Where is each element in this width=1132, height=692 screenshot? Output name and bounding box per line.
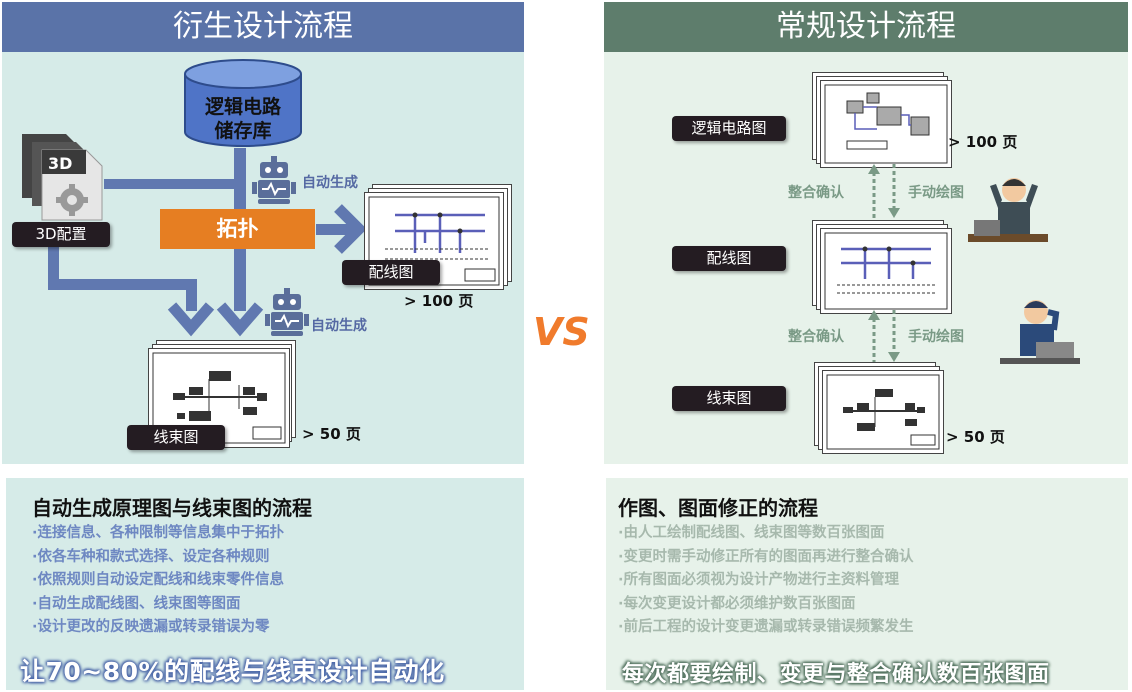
right-summary-item: ·前后工程的设计变更遗漏或转录错误频繁发生 bbox=[618, 619, 914, 636]
wiring-tag-right: 配线图 bbox=[672, 246, 786, 271]
right-summary-item: ·由人工绘制配线图、线束图等数百张图面 bbox=[618, 525, 885, 541]
left-summary-title: 自动生成原理图与线束图的流程 bbox=[32, 496, 312, 520]
right-summary-item: ·每次变更设计都必须维护数百张图面 bbox=[618, 595, 856, 612]
robot-icon bbox=[265, 288, 309, 336]
database-icon bbox=[184, 59, 302, 147]
harness-tag-left: 线束图 bbox=[127, 425, 225, 450]
config-down-line bbox=[48, 245, 59, 289]
logic-doc bbox=[820, 80, 952, 168]
left-summary-list: ·连接信息、各种限制等信息集中于拓扑 ·依各车种和款式选择、设定各种规则 ·依照… bbox=[32, 522, 284, 640]
arrow-down-2 bbox=[216, 302, 264, 337]
harness-schematic bbox=[152, 352, 286, 444]
left-summary-item: ·自动生成配线图、线束图等图面 bbox=[32, 595, 241, 612]
3d-config-icon bbox=[22, 134, 103, 221]
left-summary-item: ·依各车种和款式选择、设定各种规则 bbox=[32, 548, 270, 565]
wiring-tag-left: 配线图 bbox=[342, 260, 440, 285]
wiring-doc-right bbox=[820, 228, 952, 314]
3d-config-tag: 3D配置 bbox=[12, 222, 110, 247]
harness-tag-right: 线束图 bbox=[672, 386, 786, 411]
robot-icon bbox=[252, 156, 296, 204]
right-summary-item: ·所有图面必须视为设计产物进行主资料管理 bbox=[618, 572, 900, 589]
harness-schematic-right bbox=[826, 374, 940, 450]
logic-pages: > 100 页 bbox=[948, 133, 1018, 151]
stressed-worker-icon bbox=[968, 178, 1048, 242]
arrow-down-1 bbox=[167, 302, 215, 337]
harness-pages-left: > 50 页 bbox=[302, 425, 361, 443]
auto-gen-label-2: 自动生成 bbox=[311, 318, 367, 334]
right-summary-title: 作图、图面修正的流程 bbox=[618, 496, 818, 520]
vs-label: VS bbox=[533, 310, 590, 354]
logic-tag: 逻辑电路图 bbox=[672, 116, 786, 141]
database-label-2: 储存库 bbox=[214, 120, 272, 142]
topology-box: 拓扑 bbox=[160, 209, 315, 249]
right-summary-list: ·由人工绘制配线图、线束图等数百张图面 ·变更时需手动修正所有的图面再进行整合确… bbox=[618, 522, 914, 640]
auto-gen-label-1: 自动生成 bbox=[302, 175, 358, 191]
config-right-line bbox=[48, 279, 196, 290]
left-summary-item: ·设计更改的反映遗漏或转录错误为零 bbox=[32, 619, 270, 636]
logic-schematic bbox=[824, 84, 948, 164]
phone-worker-icon bbox=[1000, 300, 1080, 364]
left-slogan: 让70~80%的配线与线束设计自动化 bbox=[20, 657, 445, 686]
confirm-label-2: 整合确认 bbox=[788, 329, 844, 345]
config-down-line-2 bbox=[186, 279, 197, 311]
manual-label-1: 手动绘图 bbox=[908, 185, 964, 201]
left-header: 衍生设计流程 bbox=[2, 2, 524, 52]
wiring-schematic-right bbox=[824, 232, 948, 310]
3d-icon-text: 3D bbox=[48, 154, 73, 173]
dotted-arrows-2 bbox=[868, 310, 900, 364]
right-slogan: 每次都要绘制、变更与整合确认数百张图面 bbox=[622, 662, 1050, 687]
harness-pages-right: > 50 页 bbox=[946, 428, 1005, 446]
right-summary-item: ·变更时需手动修正所有的图面再进行整合确认 bbox=[618, 548, 914, 565]
wiring-schematic bbox=[368, 196, 500, 286]
config-line bbox=[104, 179, 244, 189]
wiring-pages-left: > 100 页 bbox=[404, 292, 474, 310]
right-summary-box bbox=[606, 478, 1128, 690]
database-label-1: 逻辑电路 bbox=[204, 96, 281, 118]
dotted-arrows-1 bbox=[868, 164, 900, 220]
right-header: 常规设计流程 bbox=[604, 2, 1128, 52]
manual-label-2: 手动绘图 bbox=[908, 329, 964, 345]
left-summary-box bbox=[6, 478, 524, 690]
harness-doc-right bbox=[822, 370, 944, 454]
left-summary-item: ·依照规则自动设定配线和线束零件信息 bbox=[32, 572, 285, 589]
confirm-label-1: 整合确认 bbox=[788, 185, 844, 201]
left-summary-item: ·连接信息、各种限制等信息集中于拓扑 bbox=[32, 525, 285, 541]
topo-arrow-shaft bbox=[316, 224, 356, 235]
topo-arrow-head bbox=[334, 204, 367, 254]
left-connectors bbox=[48, 148, 367, 337]
